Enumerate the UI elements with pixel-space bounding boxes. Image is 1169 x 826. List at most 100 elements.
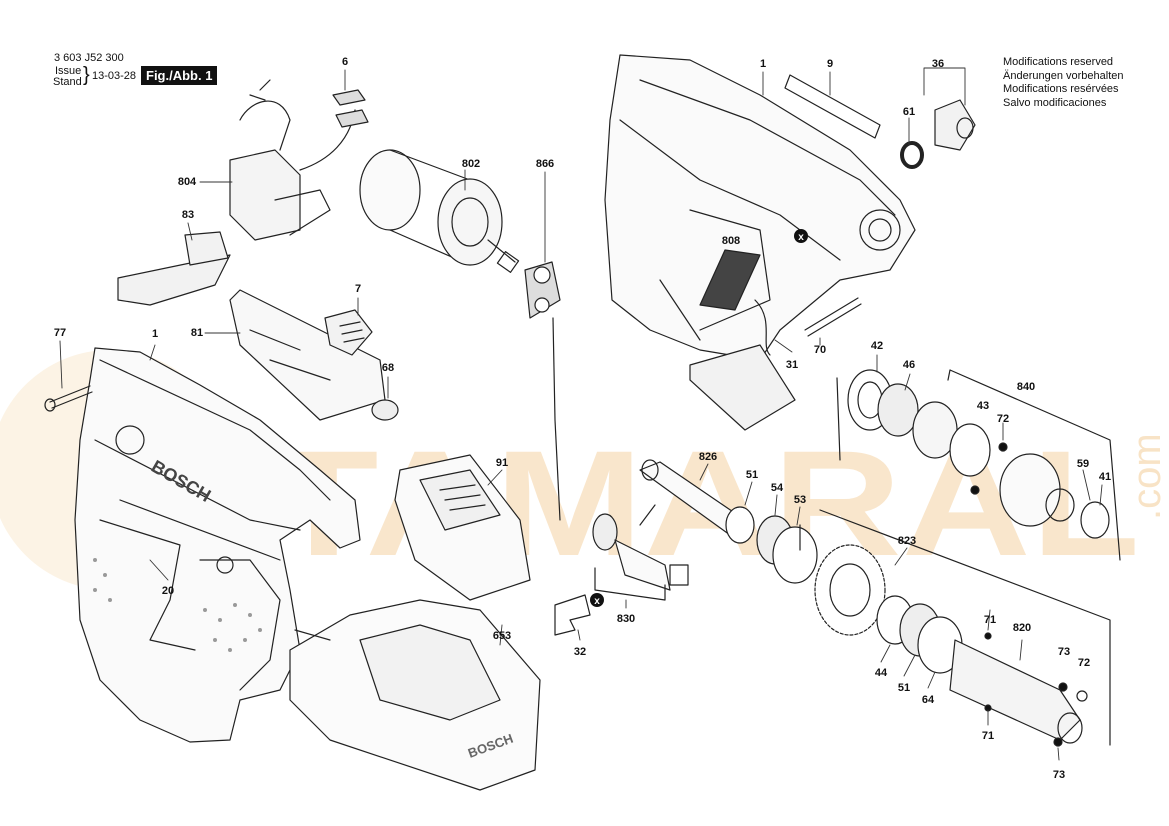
part-label: 31 xyxy=(785,359,799,371)
gear-assembly-upper xyxy=(847,369,1110,539)
doc-number: 3 603 J52 300 xyxy=(54,52,124,64)
connector-7 xyxy=(324,309,373,356)
part-label: 840 xyxy=(1016,381,1036,393)
part-label: 71 xyxy=(983,614,997,626)
part-label: 54 xyxy=(770,482,784,494)
ball-72 xyxy=(1076,690,1088,702)
cap-68 xyxy=(371,399,399,421)
part-label: 73 xyxy=(1057,646,1071,658)
modification-line: Modifications reserved xyxy=(1003,56,1114,68)
label-808 xyxy=(699,249,761,311)
part-label: 41 xyxy=(1098,471,1112,483)
part-label: 53 xyxy=(793,494,807,506)
part-label: 91 xyxy=(495,457,509,469)
housing-right-half xyxy=(604,54,916,431)
leader-line xyxy=(1099,484,1103,506)
motor-802 xyxy=(359,149,520,273)
part-label: 826 xyxy=(698,451,718,463)
housing-left-half: BOSCH xyxy=(74,347,361,743)
leader-line xyxy=(987,609,991,631)
ball-73 xyxy=(1058,682,1068,692)
part-label: 866 xyxy=(535,158,555,170)
part-label: 20 xyxy=(161,585,175,597)
part-label: 32 xyxy=(573,646,587,658)
leader-line xyxy=(577,629,581,641)
leader-line xyxy=(923,67,966,106)
screw-77 xyxy=(44,385,93,412)
spring-31 xyxy=(754,299,771,356)
group-bracket-830 xyxy=(594,567,666,601)
leader-line xyxy=(894,547,908,566)
modification-line: Änderungen vorbehalten xyxy=(1003,69,1124,82)
marker-x-text: x xyxy=(594,596,600,607)
part-label: 70 xyxy=(813,344,827,356)
part-label: 42 xyxy=(870,340,884,352)
battery-91 xyxy=(394,454,531,601)
part-label: 59 xyxy=(1076,458,1090,470)
leader-line xyxy=(487,469,503,486)
part-label: 51 xyxy=(897,682,911,694)
part-label: 804 xyxy=(177,176,197,188)
part-label: 653 xyxy=(492,630,512,642)
part-label: 51 xyxy=(745,469,759,481)
leader-line xyxy=(904,373,911,391)
group-bracket-840 xyxy=(836,369,1121,561)
leader-line xyxy=(774,494,778,516)
leader-line xyxy=(796,506,801,526)
leader-line xyxy=(903,654,916,677)
part-label: 77 xyxy=(53,327,67,339)
leader-line xyxy=(499,624,503,646)
ball-71 xyxy=(984,632,992,640)
part-label: 830 xyxy=(616,613,636,625)
part-label: 81 xyxy=(190,327,204,339)
marker-x-clip: x xyxy=(590,593,604,607)
switch-clips-6 xyxy=(332,89,369,128)
issue-date: 13-03-28 xyxy=(92,70,137,82)
leader-line xyxy=(149,559,169,581)
leader-line xyxy=(1057,747,1060,761)
part-label: 68 xyxy=(381,362,395,374)
brace-glyph: } xyxy=(83,64,90,86)
part-label: 7 xyxy=(354,283,362,295)
part-label: 43 xyxy=(976,400,990,412)
seal-61 xyxy=(900,141,924,169)
leader-line xyxy=(149,344,156,361)
part-label: 46 xyxy=(902,359,916,371)
part-label: 1 xyxy=(151,328,159,340)
figure-label: Fig./Abb. 1 xyxy=(141,66,218,85)
part-label: 72 xyxy=(1077,657,1091,669)
ring-51 xyxy=(725,506,755,544)
leader-line xyxy=(187,222,193,241)
part-label: 802 xyxy=(461,158,481,170)
modification-line: Modifications resérvées xyxy=(1003,83,1119,95)
part-label: 72 xyxy=(996,413,1010,425)
spindle-820 xyxy=(949,639,1083,744)
gear-823 xyxy=(814,544,886,636)
issue-label: Issue xyxy=(55,65,82,77)
part-label: 71 xyxy=(981,730,995,742)
leader-line xyxy=(1082,469,1091,501)
marker-x-housing: x xyxy=(794,229,808,243)
stand-label: Stand xyxy=(53,76,82,88)
part-label: 823 xyxy=(897,535,917,547)
gear-830 xyxy=(592,504,689,591)
leader-866 xyxy=(552,317,561,521)
leader-line xyxy=(59,340,63,389)
bearing-866 xyxy=(524,261,561,319)
marker-x-text: x xyxy=(798,232,804,243)
part-label: 64 xyxy=(921,694,935,706)
leader-line xyxy=(699,463,709,481)
group-bracket-823 xyxy=(799,509,1111,746)
label-9 xyxy=(784,74,881,139)
ball-73-lower xyxy=(1053,737,1063,747)
plate-83 xyxy=(117,231,231,306)
leader-line xyxy=(1019,639,1023,661)
washer-53 xyxy=(772,526,818,584)
leader-line xyxy=(744,481,753,506)
charger-653: BOSCH xyxy=(289,599,541,791)
part-label: 44 xyxy=(874,667,888,679)
part-label: 36 xyxy=(931,58,945,70)
leader-line xyxy=(880,644,891,663)
part-label: 61 xyxy=(902,106,916,118)
